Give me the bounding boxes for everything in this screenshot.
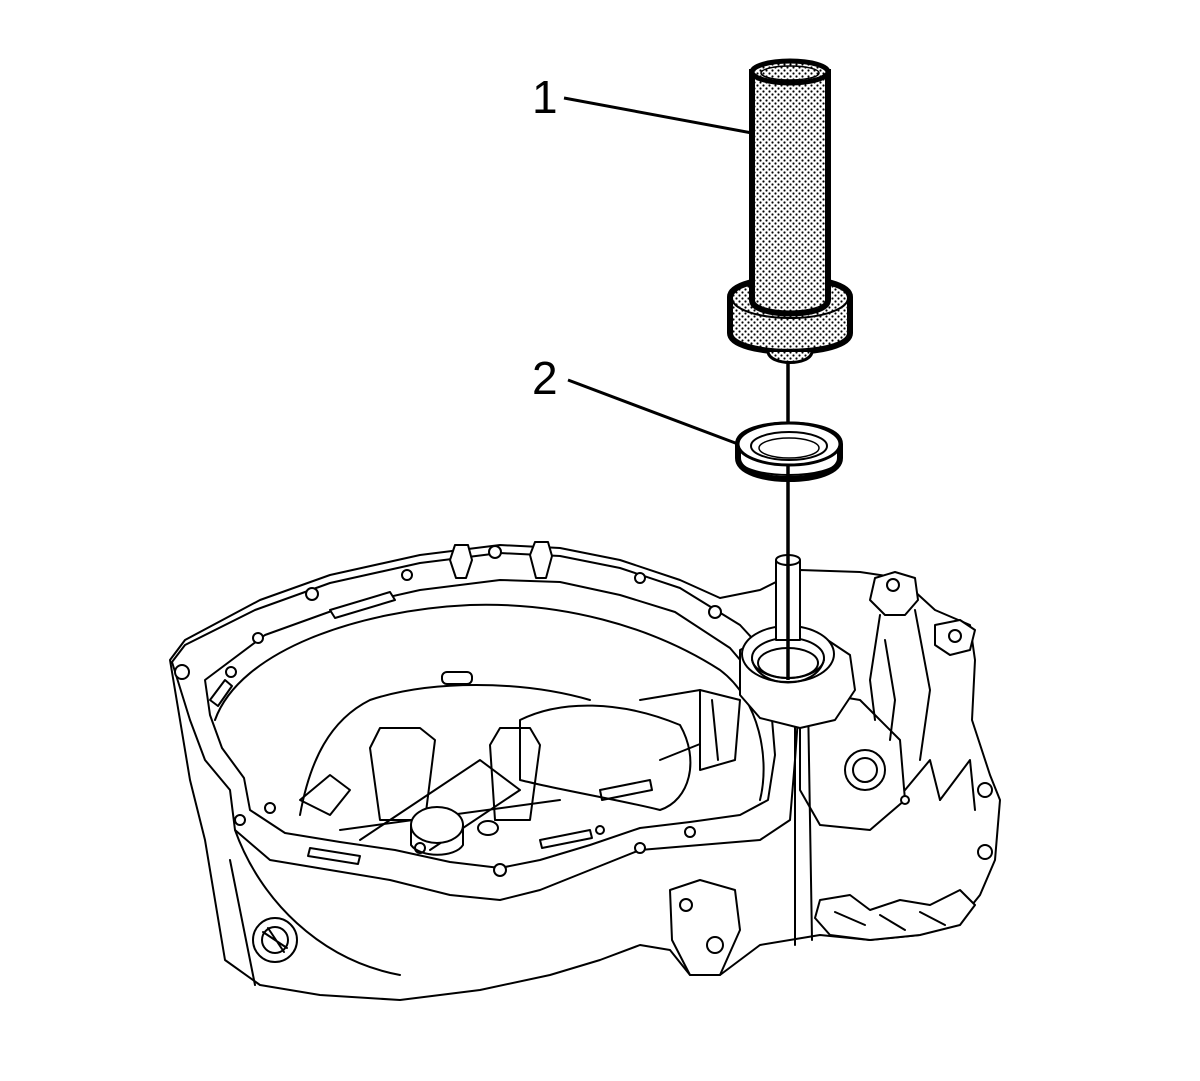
installer-tool — [727, 58, 853, 364]
internal-mechanism — [299, 689, 741, 856]
transmission-housing — [169, 541, 1001, 1001]
callout-1: 1 — [532, 71, 753, 135]
callout-2-leader — [567, 378, 739, 446]
flange-bolt-holes — [174, 545, 722, 877]
callout-1-leader — [563, 96, 753, 135]
callout-2: 2 — [532, 352, 739, 446]
callout-1-label: 1 — [532, 71, 558, 123]
callout-2-label: 2 — [532, 352, 558, 404]
seal — [735, 421, 843, 482]
